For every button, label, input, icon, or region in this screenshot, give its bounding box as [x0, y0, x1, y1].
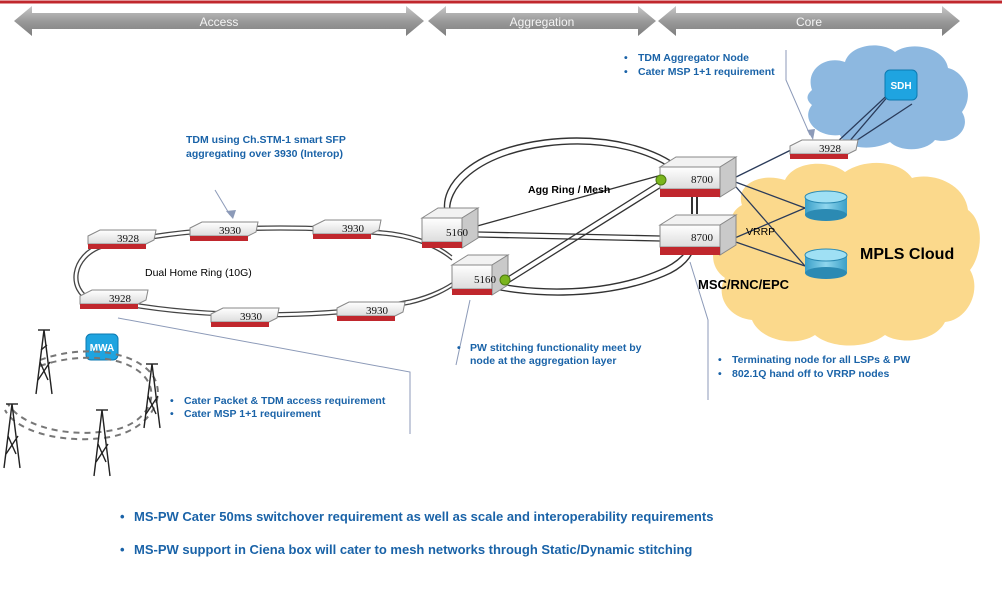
tower-4: [93, 409, 111, 477]
note-bullet: •: [120, 542, 125, 557]
tower-1: [35, 329, 53, 395]
stitch-point-8700: [655, 174, 667, 186]
microwave-ring: [4, 350, 159, 441]
sdh-node: SDH: [884, 69, 918, 101]
mpls-cloud-label: MPLS Cloud: [860, 246, 954, 263]
node-3930-bottom-right-label: 3930: [366, 305, 389, 317]
phase-label-access: Access: [200, 15, 239, 29]
node-3930-top: 3930: [189, 221, 259, 241]
callout-tdm-stm-line2: aggregating over 3930 (Interop): [186, 148, 343, 160]
node-3930-bottom-label: 3930: [240, 311, 263, 323]
tower-2: [143, 363, 161, 429]
node-3930-top-right-label: 3930: [342, 223, 365, 235]
phase-label-aggregation: Aggregation: [510, 15, 575, 29]
node-3930-top-label: 3930: [219, 225, 242, 237]
callout-arrowhead: [226, 210, 236, 219]
bullet-glyph: •: [624, 52, 628, 64]
node-3930-top-right: 3930: [312, 219, 382, 239]
note-1: • MS-PW Cater 50ms switchover requirement…: [120, 509, 713, 524]
node-3928-left: 3928: [87, 229, 157, 249]
stitch-point-5160: [499, 274, 511, 286]
node-3928-core: 3928: [789, 139, 859, 159]
node-3930-bottom-right: 3930: [336, 301, 406, 321]
bullet-glyph: •: [170, 408, 174, 420]
mwa-node: MWA: [85, 333, 119, 361]
node-5160-bottom: 5160: [450, 254, 510, 296]
node-8700-bottom: 8700: [658, 214, 738, 256]
node-5160-top-label: 5160: [446, 227, 469, 239]
tower-3: [3, 403, 21, 469]
bullet-glyph: •: [457, 342, 461, 354]
callout-tdm-aggregator-line1: TDM Aggregator Node: [638, 52, 749, 64]
callout-access-line1: Cater Packet & TDM access requirement: [184, 395, 386, 407]
node-8700-top-label: 8700: [691, 174, 714, 186]
bullet-glyph: •: [718, 368, 722, 380]
vrrp-label: VRRP: [746, 226, 775, 238]
sdh-label: SDH: [890, 81, 911, 92]
bullet-glyph: •: [718, 354, 722, 366]
callout-lines: [117, 50, 811, 434]
node-3930-bottom: 3930: [210, 307, 280, 327]
callout-terminating-line2: 802.1Q hand off to VRRP nodes: [732, 368, 889, 380]
callout-pw-stitching-line1: PW stitching functionality meet by: [470, 342, 642, 354]
bullet-glyph: •: [624, 66, 628, 78]
phase-arrow-access: Access: [14, 6, 424, 36]
callout-terminating-line1: Terminating node for all LSPs & PW: [732, 354, 910, 366]
dual-home-ring-label: Dual Home Ring (10G): [145, 267, 252, 279]
mpls-router-top: [804, 190, 848, 221]
node-5160-bottom-label: 5160: [474, 274, 497, 286]
agg-ring-label: Agg Ring / Mesh: [528, 184, 610, 196]
phase-label-core: Core: [796, 15, 822, 29]
callout-pw-stitching-line2: node at the aggregation layer: [470, 355, 616, 367]
node-8700-top: 8700: [658, 156, 738, 198]
note-bullet: •: [120, 509, 125, 524]
msc-label: MSC/RNC/EPC: [698, 277, 790, 292]
node-3928-bottom-left: 3928: [79, 289, 149, 309]
node-3928-left-label: 3928: [117, 233, 140, 245]
callout-tdm-stm-line1: TDM using Ch.STM-1 smart SFP: [186, 134, 346, 146]
callout-access-line2: Cater MSP 1+1 requirement: [184, 408, 321, 420]
note-1-text: MS-PW Cater 50ms switchover requirement …: [134, 509, 714, 524]
phase-arrow-aggregation: Aggregation: [428, 6, 656, 36]
node-3928-bottom-left-label: 3928: [109, 293, 132, 305]
node-5160-top: 5160: [420, 207, 480, 249]
callout-arrowhead: [807, 129, 815, 140]
callout-tdm-aggregator-line2: Cater MSP 1+1 requirement: [638, 66, 775, 78]
note-2: • MS-PW support in Ciena box will cater t…: [120, 542, 692, 557]
node-3928-core-label: 3928: [819, 143, 842, 155]
phase-arrow-core: Core: [658, 6, 960, 36]
mwa-label: MWA: [90, 343, 114, 354]
node-8700-bottom-label: 8700: [691, 232, 714, 244]
note-2-text: MS-PW support in Ciena box will cater to…: [134, 542, 693, 557]
mpls-router-bottom: [804, 248, 848, 279]
bullet-glyph: •: [170, 395, 174, 407]
